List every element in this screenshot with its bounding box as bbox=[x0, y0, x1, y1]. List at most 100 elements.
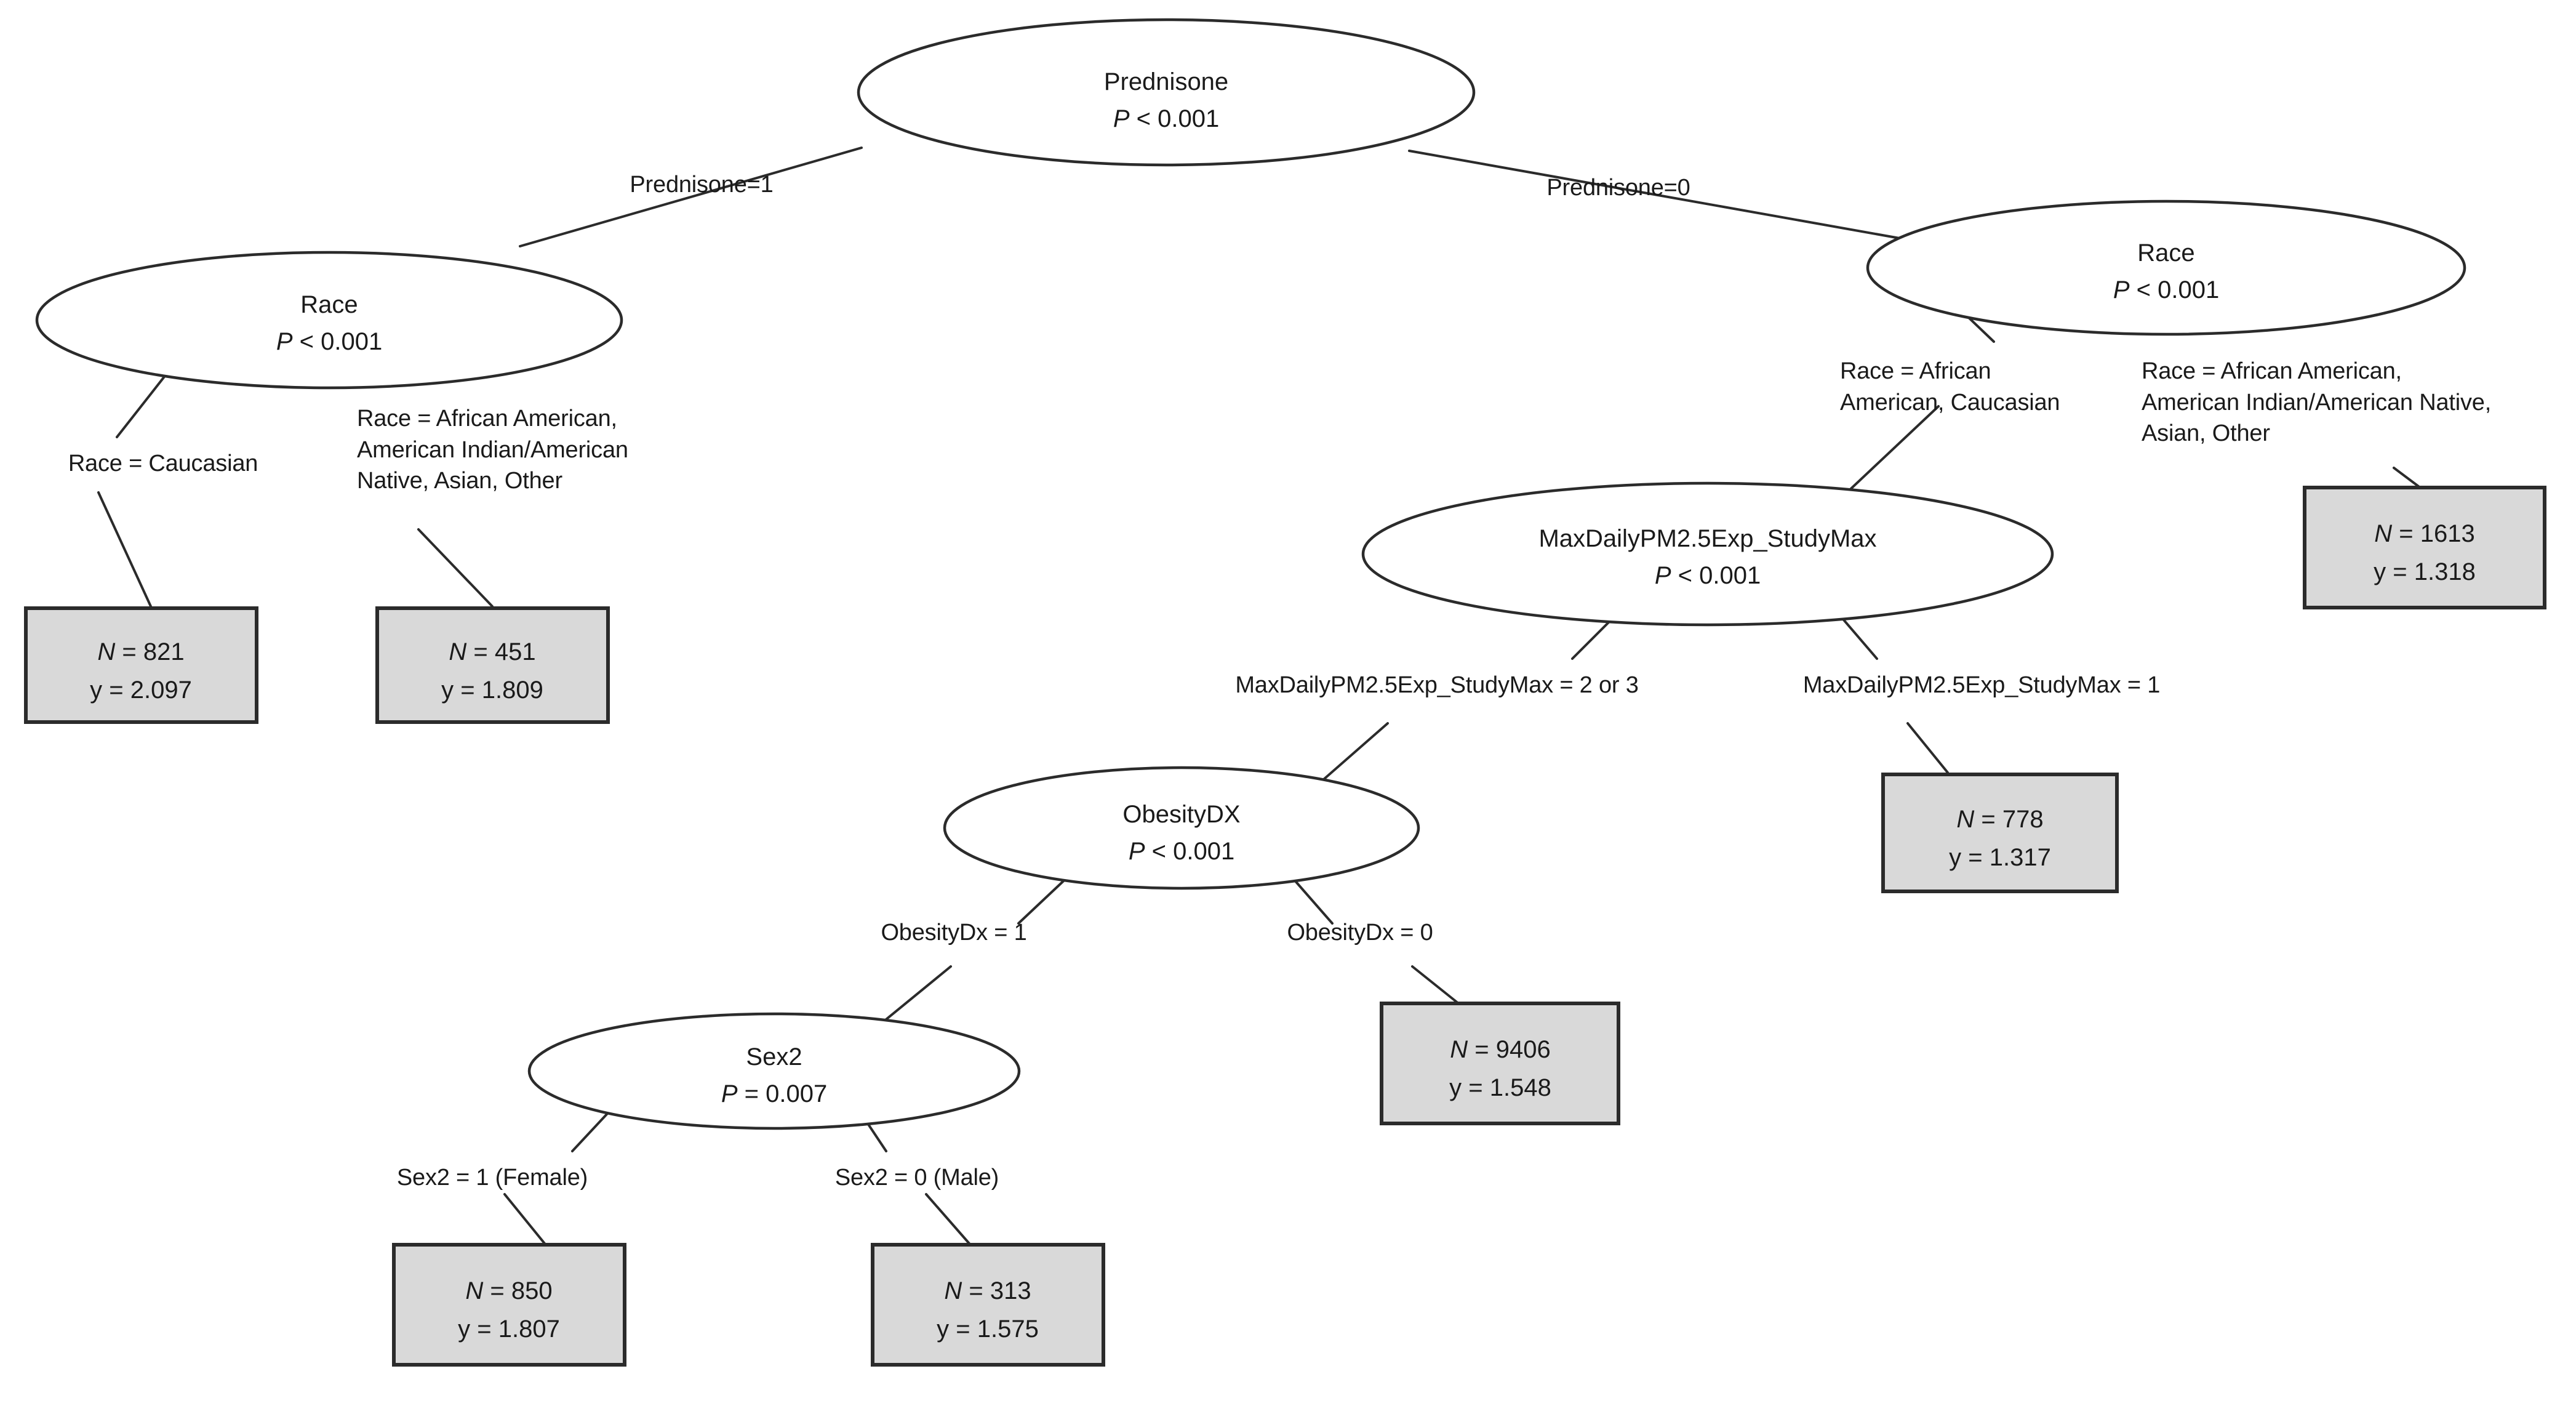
leaf-node-9406-box bbox=[1380, 1002, 1620, 1125]
leaf-node-778-n: N = 778 bbox=[1956, 806, 2043, 833]
leaf-node-778-box bbox=[1881, 773, 2119, 893]
leaf-node-313[interactable]: N = 313 y = 1.575 bbox=[871, 1243, 1105, 1367]
edge-race-right-to-leaf3-lower bbox=[2393, 467, 2420, 488]
edge-race-left-to-leaf2-lower bbox=[417, 528, 494, 608]
leaf-node-821-n: N = 821 bbox=[97, 638, 184, 665]
p-rest: < 0.001 bbox=[1145, 838, 1235, 865]
leaf-node-9406-n: N = 9406 bbox=[1450, 1036, 1550, 1063]
leaf-node-850[interactable]: N = 850 y = 1.807 bbox=[392, 1243, 626, 1367]
edge-pm25-to-obesity-lower bbox=[1313, 722, 1389, 789]
node-sex2[interactable]: Sex2 P = 0.007 bbox=[527, 1012, 1021, 1130]
leaf-node-451-n: N = 451 bbox=[449, 638, 535, 665]
p-rest: < 0.001 bbox=[1130, 105, 1220, 132]
node-maxdailypm25exp-studymax[interactable]: MaxDailyPM2.5Exp_StudyMax P < 0.001 bbox=[1361, 481, 2054, 627]
node-prednisone[interactable]: Prednisone P < 0.001 bbox=[857, 18, 1476, 167]
edge-label-pm25-2-or-3: MaxDailyPM2.5Exp_StudyMax = 2 or 3 bbox=[1235, 672, 1639, 698]
n-value: = 778 bbox=[1974, 806, 2043, 833]
n-symbol: N bbox=[97, 638, 115, 665]
leaf-node-9406[interactable]: N = 9406 y = 1.548 bbox=[1380, 1002, 1620, 1125]
leaf-node-821-y: y = 2.097 bbox=[90, 677, 192, 704]
node-maxdailypm25exp-studymax-pvalue: P < 0.001 bbox=[1655, 562, 1761, 589]
node-race-left-shape bbox=[35, 251, 623, 390]
leaf-node-313-box bbox=[871, 1243, 1105, 1367]
leaf-node-821[interactable]: N = 821 y = 2.097 bbox=[24, 606, 258, 724]
p-rest: < 0.001 bbox=[293, 328, 383, 355]
node-obesitydx-pvalue: P < 0.001 bbox=[1129, 838, 1234, 865]
node-prednisone-shape bbox=[857, 18, 1476, 167]
edge-obesity-to-sex2-lower bbox=[882, 965, 952, 1023]
n-value: = 9406 bbox=[1468, 1036, 1551, 1063]
n-value: = 451 bbox=[466, 638, 535, 665]
node-obesitydx[interactable]: ObesityDX P < 0.001 bbox=[943, 766, 1420, 890]
node-race-left-pvalue: P < 0.001 bbox=[276, 328, 382, 355]
n-value: = 821 bbox=[115, 638, 184, 665]
leaf-node-821-box bbox=[24, 606, 258, 724]
edge-obesity-to-leaf5-lower bbox=[1411, 965, 1460, 1005]
leaf-node-1613-box bbox=[2303, 486, 2546, 609]
leaf-node-313-n: N = 313 bbox=[944, 1277, 1031, 1304]
edge-label-race-aa-ai-asian-other-left: Race = African American, American Indian… bbox=[357, 406, 628, 494]
node-sex2-pvalue: P = 0.007 bbox=[721, 1080, 827, 1107]
leaf-node-778-y: y = 1.317 bbox=[1949, 844, 2051, 871]
node-race-left[interactable]: Race P < 0.001 bbox=[35, 251, 623, 390]
p-symbol: P bbox=[276, 328, 293, 355]
edge-label-race-african-american-caucasian: Race = African American, Caucasian bbox=[1840, 358, 2060, 416]
n-value: = 1613 bbox=[2392, 520, 2475, 547]
node-obesitydx-shape bbox=[943, 766, 1420, 890]
leaf-node-850-box bbox=[392, 1243, 626, 1367]
node-race-left-title: Race bbox=[300, 291, 358, 318]
edge-sex2-to-leaf6-lower bbox=[503, 1193, 546, 1245]
leaf-node-850-y: y = 1.807 bbox=[458, 1316, 560, 1343]
edge-label-obesitydx-0: ObesityDx = 0 bbox=[1287, 920, 1433, 946]
edge-label-prednisone-0: Prednisone=0 bbox=[1546, 175, 1690, 201]
edge-root-to-race-right bbox=[1408, 150, 1946, 247]
node-race-right-shape bbox=[1866, 199, 2466, 336]
node-race-right-title: Race bbox=[2137, 239, 2194, 267]
leaf-node-778[interactable]: N = 778 y = 1.317 bbox=[1881, 773, 2119, 893]
edge-label-obesitydx-1: ObesityDx = 1 bbox=[881, 920, 1027, 946]
node-prednisone-title: Prednisone bbox=[1104, 68, 1228, 95]
node-race-right-pvalue: P < 0.001 bbox=[2113, 276, 2219, 303]
node-sex2-shape bbox=[527, 1012, 1021, 1130]
edge-sex2-to-leaf7-lower bbox=[925, 1193, 970, 1245]
leaf-node-451-box bbox=[375, 606, 610, 724]
n-symbol: N bbox=[449, 638, 466, 665]
p-rest: < 0.001 bbox=[1671, 562, 1761, 589]
p-symbol: P bbox=[2113, 276, 2130, 303]
edge-label-pm25-1: MaxDailyPM2.5Exp_StudyMax = 1 bbox=[1802, 672, 2161, 698]
p-symbol: P bbox=[1655, 562, 1671, 589]
leaf-node-1613-n: N = 1613 bbox=[2374, 520, 2474, 547]
n-symbol: N bbox=[1450, 1036, 1468, 1063]
edge-label-race-aa-ai-asian-other-right: Race = African American, American Indian… bbox=[2142, 358, 2492, 447]
p-rest: = 0.007 bbox=[738, 1080, 828, 1107]
p-symbol: P bbox=[1113, 105, 1130, 132]
n-symbol: N bbox=[1956, 806, 1974, 833]
p-symbol: P bbox=[721, 1080, 738, 1107]
edge-label-sex2-0-male: Sex2 = 0 (Male) bbox=[834, 1165, 999, 1191]
edge-label-race-caucasian: Race = Caucasian bbox=[68, 451, 258, 476]
node-sex2-title: Sex2 bbox=[746, 1043, 802, 1071]
edge-label-sex2-1-female: Sex2 = 1 (Female) bbox=[396, 1165, 588, 1191]
leaf-node-850-n: N = 850 bbox=[465, 1277, 552, 1304]
n-symbol: N bbox=[944, 1277, 962, 1304]
n-symbol: N bbox=[2374, 520, 2392, 547]
leaf-node-1613[interactable]: N = 1613 y = 1.318 bbox=[2303, 486, 2546, 609]
node-maxdailypm25exp-studymax-title: MaxDailyPM2.5Exp_StudyMax bbox=[1538, 525, 1876, 552]
leaf-node-451[interactable]: N = 451 y = 1.809 bbox=[375, 606, 610, 724]
p-symbol: P bbox=[1129, 838, 1145, 865]
leaf-node-9406-y: y = 1.548 bbox=[1449, 1074, 1551, 1101]
p-rest: < 0.001 bbox=[2130, 276, 2220, 303]
edge-race-left-to-leaf1-lower bbox=[97, 491, 152, 608]
node-prednisone-pvalue: P < 0.001 bbox=[1113, 105, 1219, 132]
leaf-node-313-y: y = 1.575 bbox=[937, 1316, 1039, 1343]
edge-obesity-to-sex2-upper bbox=[1017, 873, 1072, 925]
n-value: = 313 bbox=[962, 1277, 1031, 1304]
leaf-node-1613-y: y = 1.318 bbox=[2374, 558, 2476, 585]
edge-label-prednisone-1: Prednisone=1 bbox=[630, 172, 774, 198]
node-obesitydx-title: ObesityDX bbox=[1122, 801, 1240, 828]
n-value: = 850 bbox=[483, 1277, 552, 1304]
node-race-right[interactable]: Race P < 0.001 bbox=[1866, 199, 2466, 336]
node-maxdailypm25exp-studymax-shape bbox=[1361, 481, 2054, 627]
n-symbol: N bbox=[465, 1277, 483, 1304]
